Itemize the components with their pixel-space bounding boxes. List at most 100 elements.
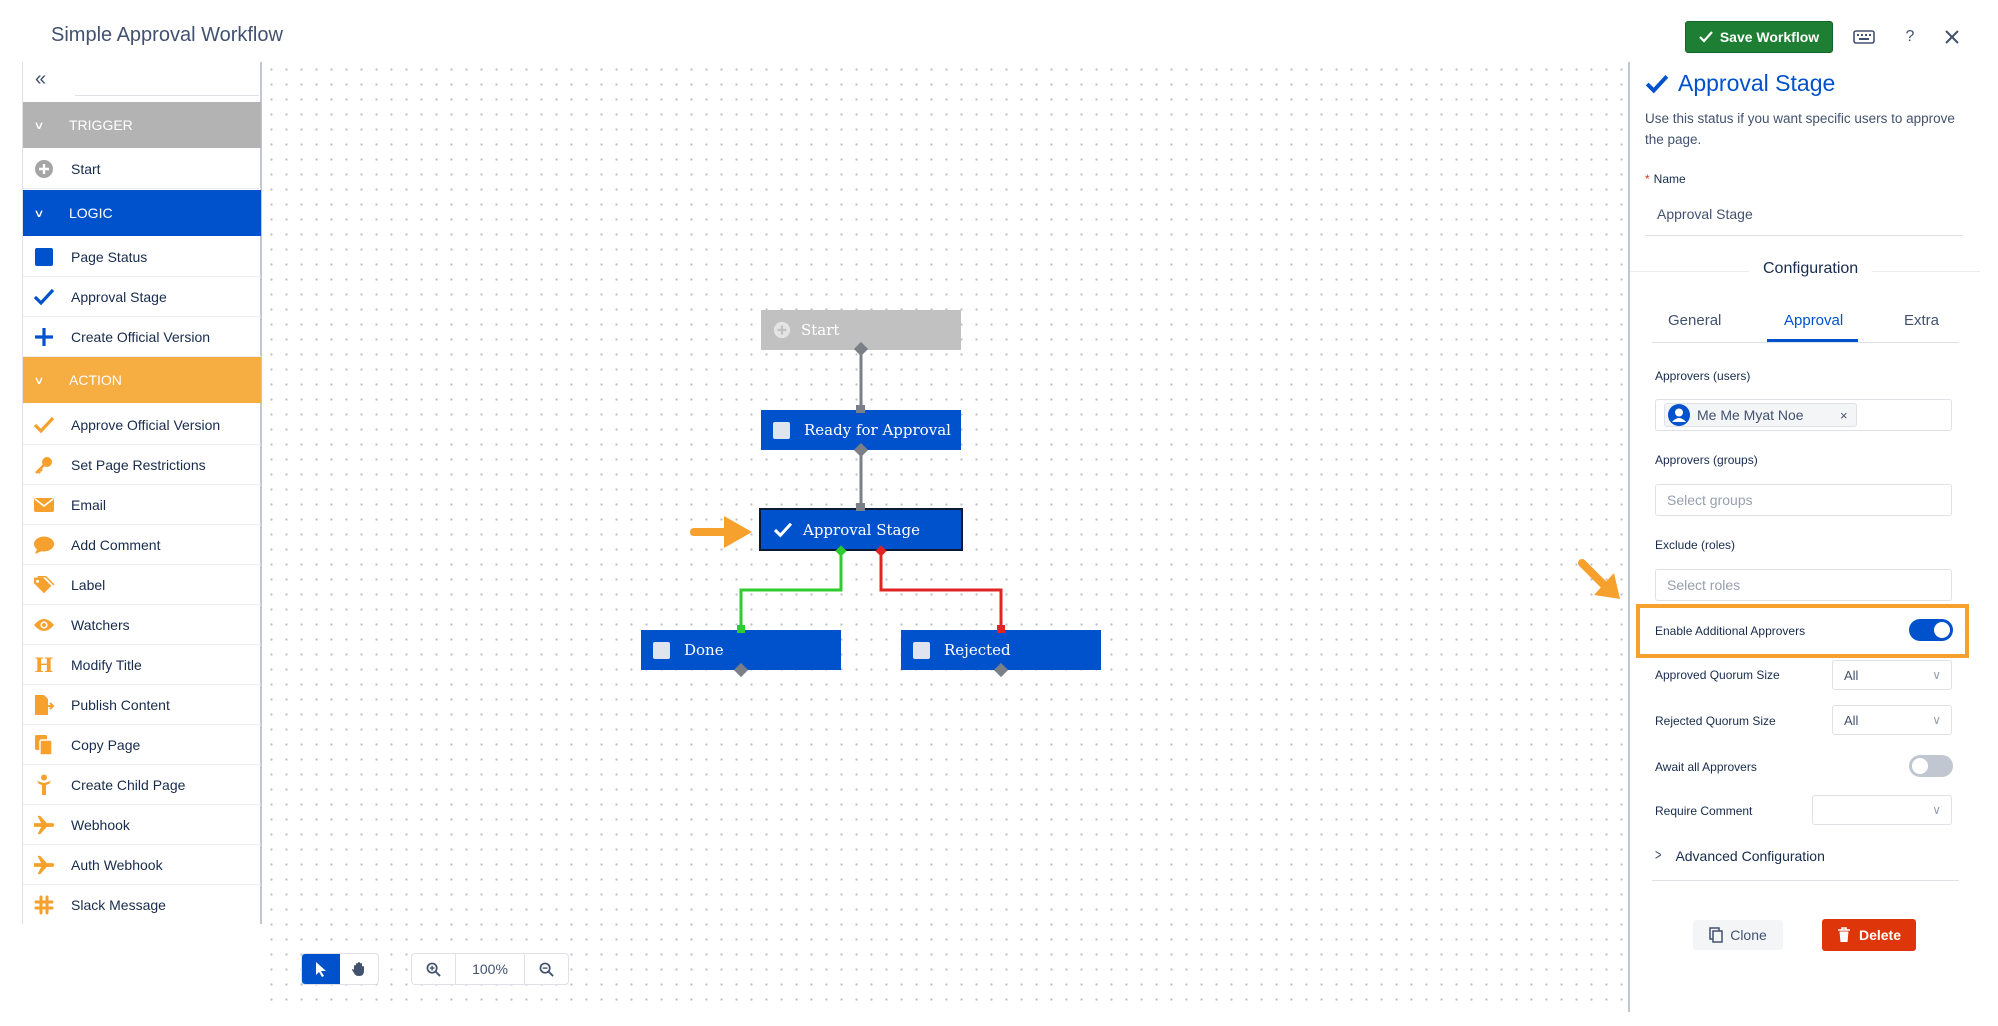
exclude-roles-input[interactable]: Select roles bbox=[1655, 569, 1952, 601]
advanced-configuration-toggle[interactable]: > Advanced Configuration bbox=[1655, 848, 1825, 865]
approved-quorum-select[interactable]: All ∨ bbox=[1832, 660, 1952, 690]
slack-icon bbox=[33, 894, 55, 916]
keyboard-icon[interactable] bbox=[1851, 24, 1877, 50]
trash-icon bbox=[1837, 927, 1850, 942]
palette-item-watchers[interactable]: Watchers bbox=[23, 605, 261, 645]
delete-button[interactable]: Delete bbox=[1822, 919, 1916, 951]
palette-item-label[interactable]: Label bbox=[23, 565, 261, 605]
chevron-down-icon: ∨ bbox=[33, 207, 45, 220]
advanced-configuration-label: Advanced Configuration bbox=[1675, 848, 1825, 864]
section-action[interactable]: ∨ ACTION bbox=[23, 357, 261, 403]
node-port[interactable] bbox=[856, 503, 865, 511]
chevron-down-icon: ∨ bbox=[1932, 668, 1941, 682]
palette-item-webhook[interactable]: Webhook bbox=[23, 805, 261, 845]
plus-icon bbox=[33, 326, 55, 348]
chip-remove-icon[interactable]: × bbox=[1840, 407, 1848, 423]
require-comment-select[interactable]: ∨ bbox=[1812, 795, 1952, 825]
palette-item-label: Create Child Page bbox=[71, 776, 186, 793]
palette-item-auth-webhook[interactable]: Auth Webhook bbox=[23, 845, 261, 885]
user-chip-label: Me Me Myat Noe bbox=[1697, 407, 1804, 423]
chevron-down-icon: ∨ bbox=[33, 374, 45, 387]
child-icon bbox=[33, 774, 55, 796]
check-icon bbox=[33, 414, 55, 436]
enable-additional-approvers-toggle[interactable] bbox=[1909, 619, 1953, 641]
divider bbox=[75, 95, 259, 96]
palette-item-start[interactable]: Start bbox=[23, 149, 261, 189]
approvers-groups-input[interactable]: Select groups bbox=[1655, 484, 1952, 516]
key-icon bbox=[33, 454, 55, 476]
palette-item-approval-stage[interactable]: Approval Stage bbox=[23, 277, 261, 317]
toggle-knob bbox=[1934, 622, 1950, 638]
active-tab-indicator bbox=[1767, 339, 1858, 342]
section-label: ACTION bbox=[69, 372, 122, 388]
name-input[interactable]: Approval Stage bbox=[1645, 206, 1963, 236]
palette-item-create-official-version[interactable]: Create Official Version bbox=[23, 317, 261, 357]
collapse-palette-icon[interactable]: « bbox=[35, 68, 47, 90]
palette-item-label: Webhook bbox=[71, 816, 130, 833]
palette-item-label: Set Page Restrictions bbox=[71, 456, 206, 473]
approvers-users-label: Approvers (users) bbox=[1655, 369, 1751, 383]
save-workflow-button[interactable]: Save Workflow bbox=[1685, 21, 1833, 53]
rejected-quorum-select[interactable]: All ∨ bbox=[1832, 705, 1952, 735]
approved-quorum-value: All bbox=[1844, 667, 1859, 683]
palette-item-label: Page Status bbox=[71, 248, 148, 265]
await-all-approvers-toggle[interactable] bbox=[1909, 755, 1953, 777]
palette-item-label: Auth Webhook bbox=[71, 856, 163, 873]
square-icon bbox=[913, 641, 930, 659]
palette-item-modify-title[interactable]: H Modify Title bbox=[23, 645, 261, 685]
divider bbox=[1652, 880, 1959, 881]
palette-item-label: Modify Title bbox=[71, 656, 142, 673]
node-port[interactable] bbox=[997, 625, 1005, 633]
palette-item-slack-message[interactable]: Slack Message bbox=[23, 885, 261, 925]
plus-circle-icon bbox=[33, 158, 55, 180]
plane-icon bbox=[33, 854, 55, 876]
palette-item-label: Publish Content bbox=[71, 696, 170, 713]
palette-item-create-child-page[interactable]: Create Child Page bbox=[23, 765, 261, 805]
palette-item-label: Watchers bbox=[71, 616, 130, 633]
properties-panel bbox=[1628, 62, 1980, 1012]
delete-label: Delete bbox=[1858, 927, 1902, 943]
palette-item-set-page-restrictions[interactable]: Set Page Restrictions bbox=[23, 445, 261, 485]
pointer-tool-icon[interactable] bbox=[302, 954, 340, 984]
palette-item-approve-official-version[interactable]: Approve Official Version bbox=[23, 405, 261, 445]
publish-icon bbox=[33, 694, 55, 716]
palette-item-email[interactable]: Email bbox=[23, 485, 261, 525]
hand-tool-icon[interactable] bbox=[340, 954, 378, 984]
node-rejected[interactable]: Rejected bbox=[901, 630, 1101, 670]
palette-item-page-status[interactable]: Page Status bbox=[23, 237, 261, 277]
close-icon[interactable] bbox=[1939, 24, 1965, 50]
plus-circle-icon bbox=[773, 321, 791, 339]
section-trigger[interactable]: ∨ TRIGGER bbox=[23, 102, 261, 148]
zoom-controls: 100% bbox=[411, 953, 569, 985]
palette-item-label: Start bbox=[71, 160, 101, 177]
palette-item-copy-page[interactable]: Copy Page bbox=[23, 725, 261, 765]
node-approval-stage[interactable]: Approval Stage bbox=[759, 508, 963, 551]
zoom-in-icon[interactable] bbox=[412, 954, 456, 984]
tab-general[interactable]: General bbox=[1668, 312, 1722, 329]
square-icon bbox=[653, 641, 670, 659]
palette-item-publish-content[interactable]: Publish Content bbox=[23, 685, 261, 725]
rejected-quorum-label: Rejected Quorum Size bbox=[1655, 714, 1776, 728]
palette-item-add-comment[interactable]: Add Comment bbox=[23, 525, 261, 565]
zoom-out-icon[interactable] bbox=[524, 954, 568, 984]
tab-extra[interactable]: Extra bbox=[1904, 312, 1940, 329]
chevron-down-icon: ∨ bbox=[1932, 713, 1941, 727]
exclude-roles-label: Exclude (roles) bbox=[1655, 538, 1736, 552]
tab-approval[interactable]: Approval bbox=[1784, 312, 1844, 329]
node-port[interactable] bbox=[856, 405, 865, 413]
check-icon bbox=[1645, 74, 1669, 93]
approvers-users-input[interactable]: Me Me Myat Noe × bbox=[1655, 399, 1952, 431]
require-comment-label: Require Comment bbox=[1655, 804, 1753, 818]
clone-button[interactable]: Clone bbox=[1693, 920, 1783, 950]
section-logic[interactable]: ∨ LOGIC bbox=[23, 190, 261, 236]
help-button[interactable]: ? bbox=[1905, 28, 1915, 45]
node-label: Rejected bbox=[944, 641, 1011, 659]
heading-icon: H bbox=[34, 652, 54, 677]
name-label: Name bbox=[1653, 172, 1686, 186]
page-title: Simple Approval Workflow bbox=[51, 24, 283, 46]
approvers-groups-label: Approvers (groups) bbox=[1655, 453, 1758, 467]
node-label: Done bbox=[684, 641, 724, 659]
node-port[interactable] bbox=[737, 625, 745, 633]
rejected-quorum-value: All bbox=[1844, 712, 1859, 728]
divider bbox=[1652, 342, 1959, 343]
